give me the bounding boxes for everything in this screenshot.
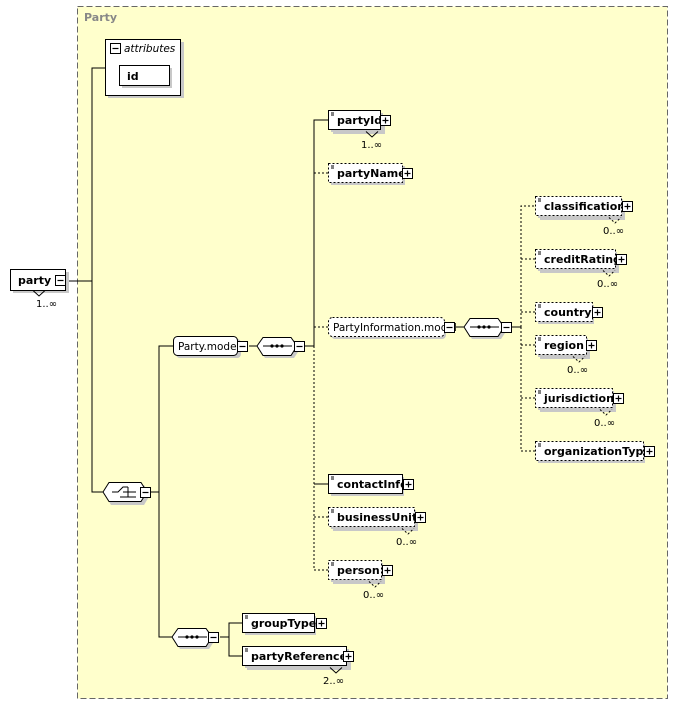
attributes-header: attributes bbox=[124, 43, 176, 55]
element-label: jurisdiction bbox=[543, 392, 614, 405]
choice-compositor[interactable] bbox=[102, 482, 151, 506]
expand-icon[interactable] bbox=[622, 201, 633, 212]
element-label: contactInfo bbox=[337, 478, 408, 491]
cardinality: 0..∞ bbox=[597, 279, 618, 290]
element-label: country bbox=[544, 306, 592, 319]
cardinality: 0..∞ bbox=[363, 590, 384, 601]
expand-icon[interactable] bbox=[380, 115, 391, 126]
element-organizationType[interactable]: organizationType bbox=[535, 441, 655, 464]
element-region[interactable]: region 0..∞ bbox=[535, 335, 597, 377]
expand-icon[interactable] bbox=[616, 254, 627, 265]
connectors bbox=[68, 67, 535, 657]
attributes-box: attributes id bbox=[105, 39, 184, 98]
expand-icon[interactable] bbox=[402, 168, 413, 179]
element-person[interactable]: person 0..∞ bbox=[328, 560, 393, 602]
collapse-icon[interactable] bbox=[110, 43, 121, 54]
expand-icon[interactable] bbox=[644, 446, 655, 457]
element-label: region bbox=[544, 339, 584, 352]
collapse-icon[interactable] bbox=[444, 322, 455, 333]
cardinality: 0..∞ bbox=[396, 537, 417, 548]
cardinality: 1..∞ bbox=[361, 140, 382, 151]
element-partyName[interactable]: partyName bbox=[328, 163, 413, 186]
expand-icon[interactable] bbox=[316, 618, 327, 629]
element-label: creditRating bbox=[544, 253, 621, 266]
element-partyId[interactable]: partyId 1..∞ bbox=[328, 110, 391, 152]
element-label: businessUnit bbox=[337, 511, 417, 524]
collapse-icon[interactable] bbox=[140, 487, 151, 498]
attribute-label: id bbox=[127, 70, 139, 83]
element-label: partyReference bbox=[251, 650, 347, 663]
collapse-icon[interactable] bbox=[294, 341, 305, 352]
cardinality: 0..∞ bbox=[594, 418, 615, 429]
element-label: party bbox=[18, 274, 51, 287]
sequence-compositor[interactable] bbox=[463, 318, 512, 340]
group-title: Party bbox=[84, 11, 117, 24]
collapse-icon[interactable] bbox=[55, 275, 66, 286]
collapse-icon[interactable] bbox=[237, 341, 248, 352]
sequence-compositor[interactable] bbox=[256, 337, 305, 359]
element-label: partyId bbox=[337, 114, 382, 127]
element-contactInfo[interactable]: contactInfo bbox=[328, 474, 414, 497]
expand-icon[interactable] bbox=[343, 651, 354, 662]
sequence-compositor[interactable] bbox=[171, 628, 219, 650]
group-label: PartyInformation.model bbox=[333, 322, 457, 334]
element-jurisdiction[interactable]: jurisdiction 0..∞ bbox=[535, 388, 624, 430]
element-businessUnit[interactable]: businessUnit 0..∞ bbox=[328, 507, 426, 549]
element-partyReference[interactable]: partyReference 2..∞ bbox=[242, 646, 354, 688]
element-creditRating[interactable]: creditRating 0..∞ bbox=[535, 249, 627, 291]
element-label: groupType bbox=[251, 617, 316, 630]
collapse-icon[interactable] bbox=[501, 322, 512, 333]
element-label: classification bbox=[544, 200, 625, 213]
group-partyinformation-model[interactable]: PartyInformation.model bbox=[328, 317, 457, 340]
element-label: person bbox=[337, 564, 380, 577]
attribute-id[interactable]: id bbox=[119, 65, 173, 89]
cardinality: 2..∞ bbox=[323, 676, 344, 687]
collapse-icon[interactable] bbox=[208, 632, 219, 643]
group-label: Party.model bbox=[178, 341, 239, 353]
cardinality: 0..∞ bbox=[567, 365, 588, 376]
element-country[interactable]: country bbox=[535, 302, 603, 325]
expand-icon[interactable] bbox=[415, 512, 426, 523]
cardinality: 1..∞ bbox=[36, 299, 57, 310]
expand-icon[interactable] bbox=[403, 479, 414, 490]
expand-icon[interactable] bbox=[592, 307, 603, 318]
expand-icon[interactable] bbox=[586, 340, 597, 351]
expand-icon[interactable] bbox=[613, 393, 624, 404]
element-groupType[interactable]: groupType bbox=[242, 613, 327, 636]
element-label: organizationType bbox=[544, 445, 651, 458]
expand-icon[interactable] bbox=[382, 565, 393, 576]
element-label: partyName bbox=[337, 167, 406, 180]
cardinality: 0..∞ bbox=[603, 226, 624, 237]
element-classification[interactable]: classification 0..∞ bbox=[535, 196, 633, 238]
element-party[interactable]: party 1..∞ bbox=[10, 269, 70, 311]
group-party-model[interactable]: Party.model bbox=[173, 336, 248, 359]
